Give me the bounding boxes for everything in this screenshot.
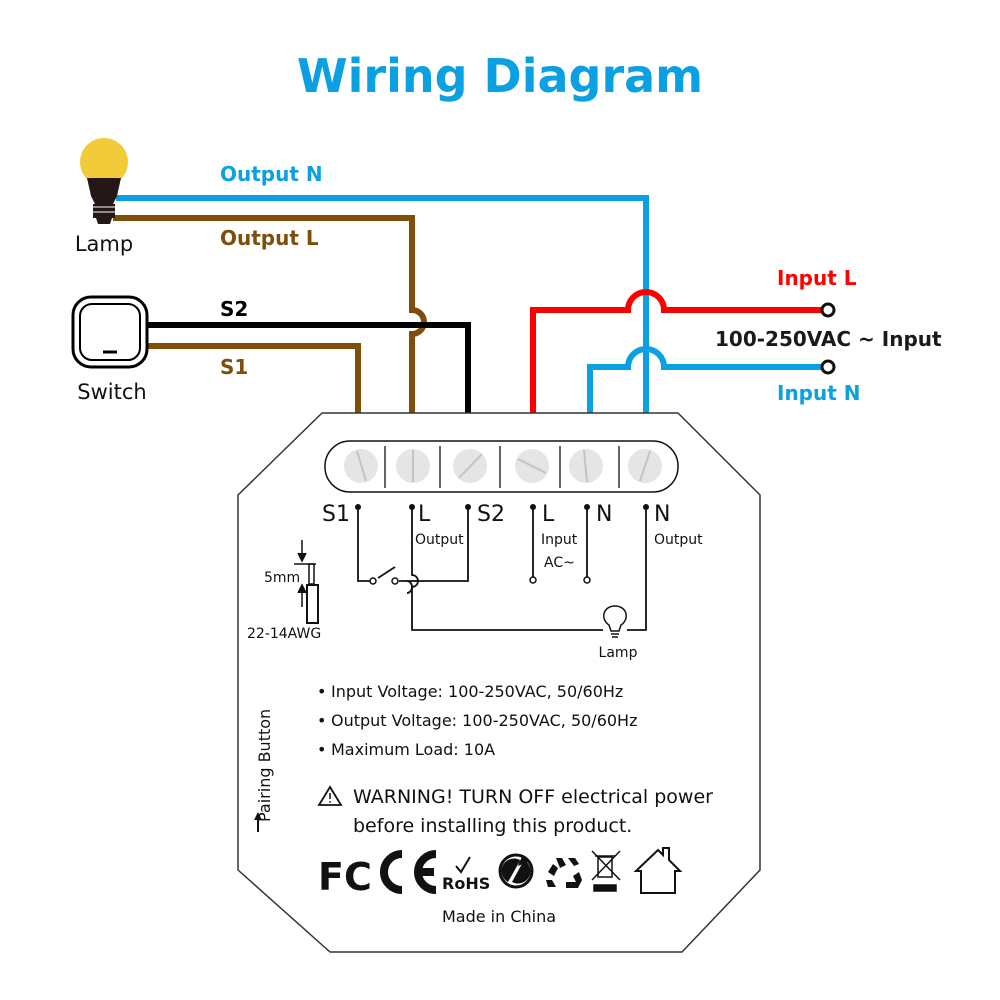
label-s2: S2 bbox=[220, 297, 248, 321]
pairing-button[interactable]: Pairing Button bbox=[254, 709, 274, 832]
wire-s2 bbox=[148, 322, 471, 413]
label-input-n: Input N bbox=[777, 381, 861, 405]
wire-s1 bbox=[148, 343, 361, 413]
wire-output-n bbox=[116, 195, 649, 413]
terminal-label-input-n: N bbox=[596, 502, 612, 527]
lamp-label: Lamp bbox=[75, 232, 133, 256]
weee-bin-icon bbox=[591, 850, 621, 892]
terminal-label-output-l: L bbox=[418, 502, 431, 527]
terminal-label-s2: S2 bbox=[477, 502, 505, 527]
wire-output-l bbox=[113, 215, 427, 413]
warning-line-2: before installing this product. bbox=[353, 815, 632, 837]
input-l-terminal bbox=[820, 302, 836, 318]
switch-label: Switch bbox=[77, 380, 146, 404]
spec-bullet: • bbox=[317, 682, 326, 701]
strip-length-label: 5mm bbox=[264, 570, 300, 586]
input-n-terminal bbox=[820, 359, 836, 375]
switch-icon bbox=[71, 295, 149, 369]
pairing-button-label: Pairing Button bbox=[255, 709, 274, 822]
wire-input-l bbox=[530, 289, 826, 413]
spec-max-load: Maximum Load: 10A bbox=[331, 740, 495, 759]
switch-contact-a bbox=[369, 577, 377, 585]
terminal-sub-output-n: Output bbox=[654, 532, 703, 548]
internal-lamp-label: Lamp bbox=[599, 645, 638, 661]
spec-input-voltage: Input Voltage: 100-250VAC, 50/60Hz bbox=[331, 682, 623, 701]
input-n-open-end bbox=[583, 576, 591, 584]
lamp-icon bbox=[80, 138, 128, 224]
recycle-icon bbox=[546, 858, 582, 888]
rohs-check-icon bbox=[455, 856, 471, 874]
made-in-label: Made in China bbox=[442, 907, 556, 926]
module-body bbox=[237, 412, 761, 953]
page-title: Wiring Diagram bbox=[297, 49, 703, 103]
terminal-sub-input: Input bbox=[541, 532, 578, 548]
label-input-l: Input L bbox=[777, 266, 857, 290]
terminal-dots bbox=[355, 504, 649, 510]
spec-bullet: • bbox=[317, 711, 326, 730]
terminal-label-s1: S1 bbox=[322, 502, 350, 527]
internal-schematic bbox=[357, 507, 647, 631]
label-input-voltage: 100-250VAC ~ Input bbox=[715, 327, 942, 351]
wire-input-n bbox=[587, 346, 826, 413]
fcc-logo-icon: FC bbox=[318, 855, 372, 899]
input-l-open-end bbox=[529, 576, 537, 584]
strip-length-icon bbox=[294, 540, 319, 624]
rohs-logo-icon: RoHS bbox=[442, 874, 490, 893]
label-output-l: Output L bbox=[220, 226, 319, 250]
certification-logos: FC RoHS bbox=[318, 847, 683, 899]
terminal-sub-output-l: Output bbox=[415, 532, 464, 548]
terminal-label-input-l: L bbox=[542, 502, 555, 527]
pairing-arrowhead-icon bbox=[254, 812, 262, 820]
warning-line-1: WARNING! TURN OFF electrical power bbox=[353, 786, 713, 808]
warning-icon bbox=[317, 785, 343, 806]
terminal-sub-ac: AC~ bbox=[544, 555, 575, 571]
label-output-n: Output N bbox=[220, 162, 323, 186]
label-s1: S1 bbox=[220, 355, 248, 379]
specs-list: • Input Voltage: 100-250VAC, 50/60Hz • O… bbox=[317, 682, 637, 759]
green-dot-icon bbox=[498, 853, 534, 889]
indoor-use-house-icon bbox=[633, 847, 683, 894]
spec-bullet: • bbox=[317, 740, 326, 759]
switch-contact-b bbox=[391, 577, 399, 585]
ce-logo-e-icon bbox=[414, 850, 437, 894]
internal-lamp-icon bbox=[603, 605, 627, 638]
ce-logo-c-icon bbox=[380, 850, 403, 894]
spec-output-voltage: Output Voltage: 100-250VAC, 50/60Hz bbox=[331, 711, 637, 730]
wire-gauge-label: 22-14AWG bbox=[247, 626, 321, 642]
terminal-label-output-n: N bbox=[654, 502, 670, 527]
terminal-block bbox=[324, 440, 679, 493]
